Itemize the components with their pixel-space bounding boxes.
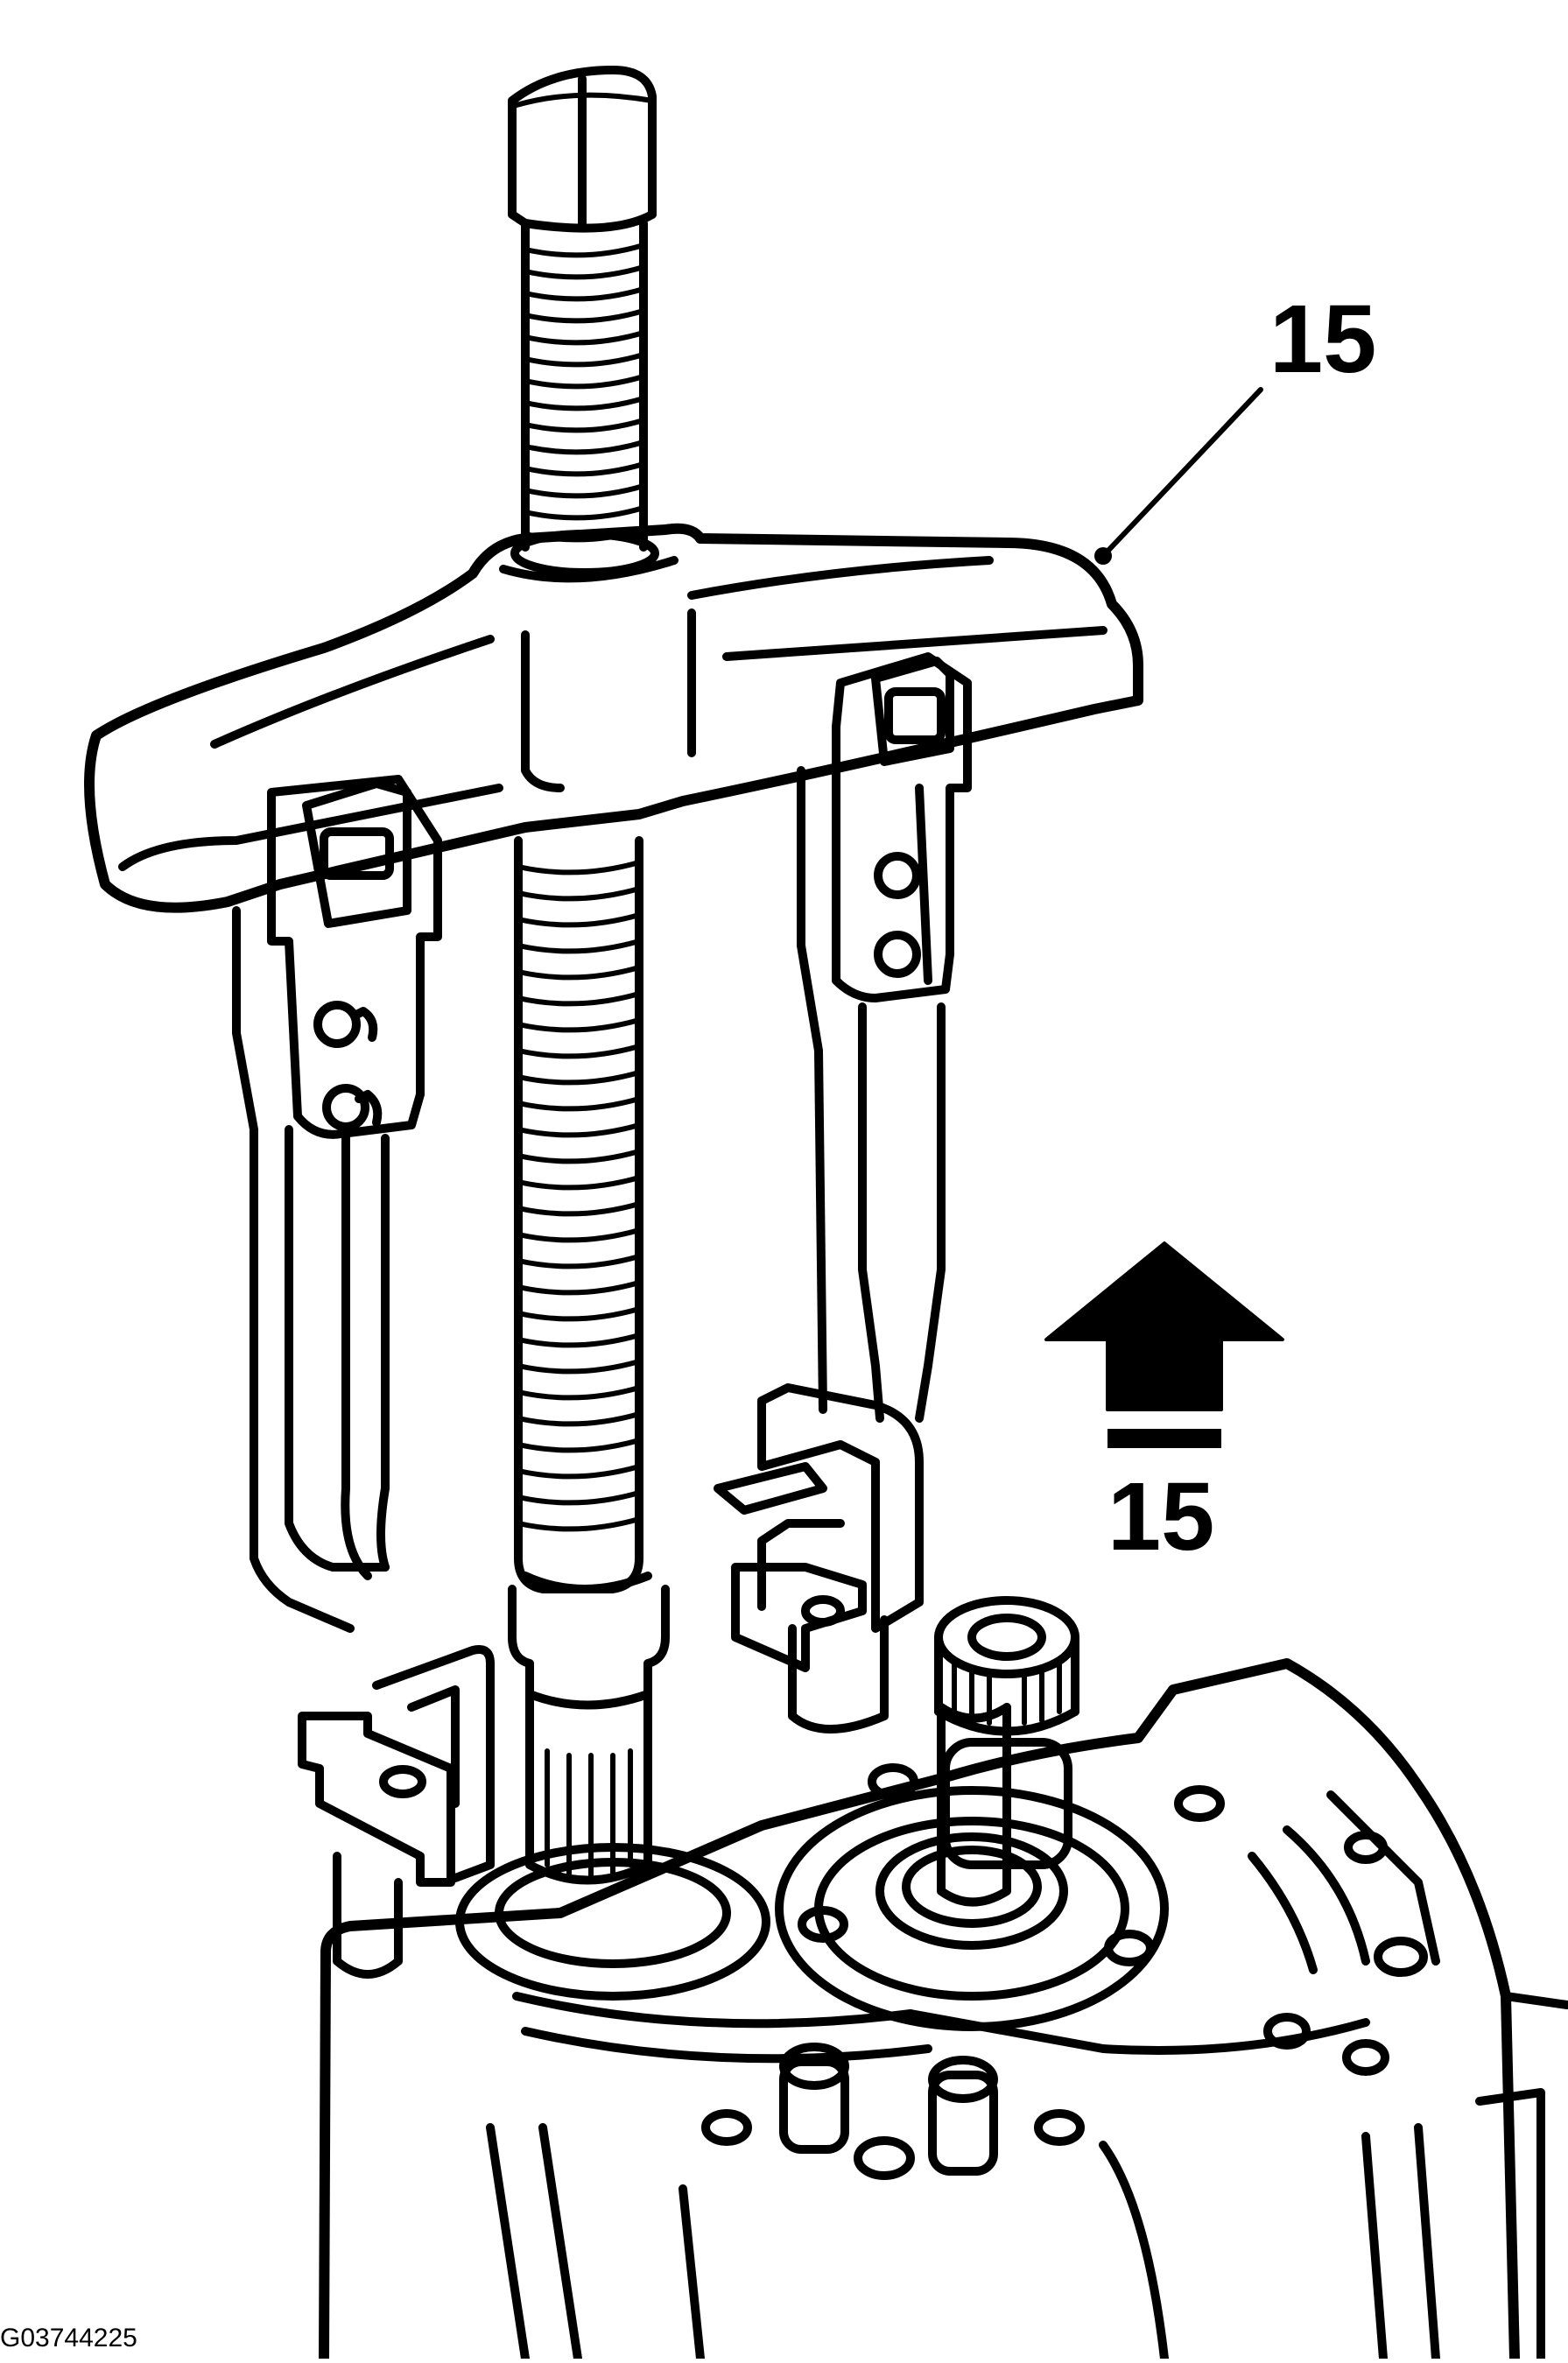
left-arm (232, 775, 442, 1633)
figure-id: G03744225 (0, 2324, 137, 2352)
gearbox-housing (319, 1658, 1568, 2363)
output-shaft (934, 1596, 1079, 1907)
callout-arrow-number: 15 (1107, 1463, 1214, 1571)
right-jaw-foot (714, 1383, 924, 1734)
callout-tool-number: 15 (1269, 285, 1376, 393)
spindle (508, 66, 670, 1747)
left-jaw-foot (298, 1645, 495, 1979)
right-arm (797, 652, 972, 1423)
input-shaft (525, 1738, 652, 1885)
crossbar (84, 523, 1143, 913)
up-arrow-icon (1044, 1241, 1284, 1448)
upper-thread-lines (523, 243, 646, 543)
leader-line (1094, 387, 1263, 565)
lower-thread-lines (516, 860, 642, 1532)
